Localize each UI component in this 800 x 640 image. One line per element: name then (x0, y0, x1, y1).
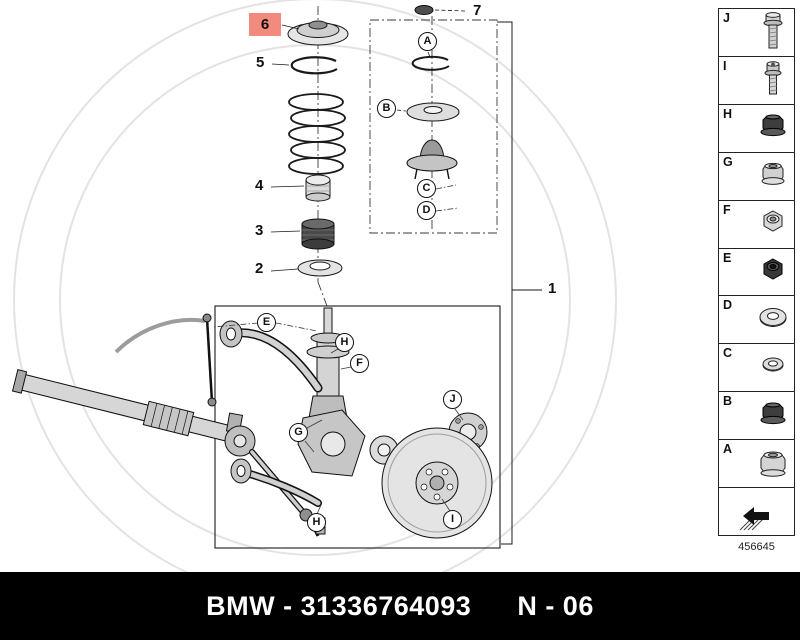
footer-bar: BMW - 31336764093 N - 06 (0, 572, 800, 640)
support-plate-part (396, 102, 460, 122)
callout-J[interactable]: J (443, 390, 462, 409)
callout-4[interactable]: 4 (255, 177, 264, 194)
legend-label-H: H (723, 106, 733, 121)
stabilizer-link-drawing (114, 313, 217, 407)
legend-label-D: D (723, 298, 733, 313)
legend-item-A[interactable]: A (719, 440, 794, 489)
callout-D[interactable]: D (417, 201, 436, 220)
legend-item-G[interactable]: G (719, 152, 794, 201)
legend-label-E: E (723, 250, 732, 265)
callout-6[interactable]: 6 (249, 13, 281, 36)
hex-bolt-icon (763, 12, 783, 49)
callout-A[interactable]: A (418, 32, 437, 51)
retaining-ring-part (411, 51, 450, 71)
flange-nut-dark-icon (760, 114, 786, 137)
callout-B[interactable]: B (377, 99, 396, 118)
strut-drawing (306, 307, 350, 419)
hex-nut-icon (763, 210, 783, 232)
legend-item-J[interactable]: J (719, 9, 794, 57)
fastener-legend: J I H (718, 8, 795, 536)
legend-label-G: G (723, 154, 733, 169)
legend-footer-cell[interactable] (719, 488, 794, 535)
callout-7[interactable]: 7 (473, 2, 482, 19)
steering-rack-drawing (11, 369, 256, 457)
page-arrow-icon (739, 506, 769, 530)
socket-screw-icon (764, 61, 782, 95)
collar-nut-icon (761, 163, 785, 186)
brake-disc-drawing (381, 427, 493, 539)
page-code-text: N - 06 (517, 590, 594, 621)
strut-mount-part (281, 20, 349, 46)
legend-item-H[interactable]: H (719, 104, 794, 153)
part-number-text: BMW - 31336764093 (206, 590, 472, 621)
callout-3[interactable]: 3 (255, 222, 264, 239)
lock-nut-dark-icon (763, 258, 783, 280)
callout-2[interactable]: 2 (255, 260, 264, 277)
washer-large-icon (759, 307, 787, 327)
guide-support-part (406, 139, 459, 212)
callout-F[interactable]: F (350, 354, 369, 373)
legend-item-I[interactable]: I (719, 56, 794, 105)
bump-stop-part (270, 174, 331, 202)
control-arm-drawing (219, 320, 323, 393)
knuckle-drawing (297, 409, 399, 477)
callout-G[interactable]: G (289, 423, 308, 442)
cap-part (414, 5, 467, 15)
boot-part (270, 218, 335, 250)
callout-5[interactable]: 5 (256, 54, 265, 71)
collar-nut-large-icon (760, 451, 786, 477)
callout-H-upper[interactable]: H (335, 333, 354, 352)
legend-label-B: B (723, 394, 733, 409)
legend-item-F[interactable]: F (719, 200, 794, 249)
callout-leader-lines (212, 322, 464, 515)
snap-ring-part (271, 56, 338, 75)
legend-item-C[interactable]: C (719, 344, 794, 393)
exploded-view-drawing (11, 5, 542, 549)
legend-item-D[interactable]: D (719, 296, 794, 345)
washer-icon (762, 357, 784, 372)
legend-label-C: C (723, 346, 733, 361)
legend-label-I: I (723, 58, 727, 73)
callout-H-lower[interactable]: H (307, 513, 326, 532)
callout-I[interactable]: I (443, 510, 462, 529)
sheet-number: 456645 (738, 541, 775, 553)
legend-label-J: J (723, 11, 730, 25)
legend-label-A: A (723, 442, 733, 457)
callout-C[interactable]: C (417, 179, 436, 198)
callout-1[interactable]: 1 (548, 280, 557, 297)
spring-pad-part (270, 259, 343, 277)
callout-E[interactable]: E (257, 313, 276, 332)
flange-nut-dark-icon (760, 402, 786, 424)
legend-item-B[interactable]: B (719, 392, 794, 441)
coil-spring-part (288, 93, 346, 175)
legend-label-F: F (723, 202, 731, 217)
legend-item-E[interactable]: E (719, 248, 794, 297)
